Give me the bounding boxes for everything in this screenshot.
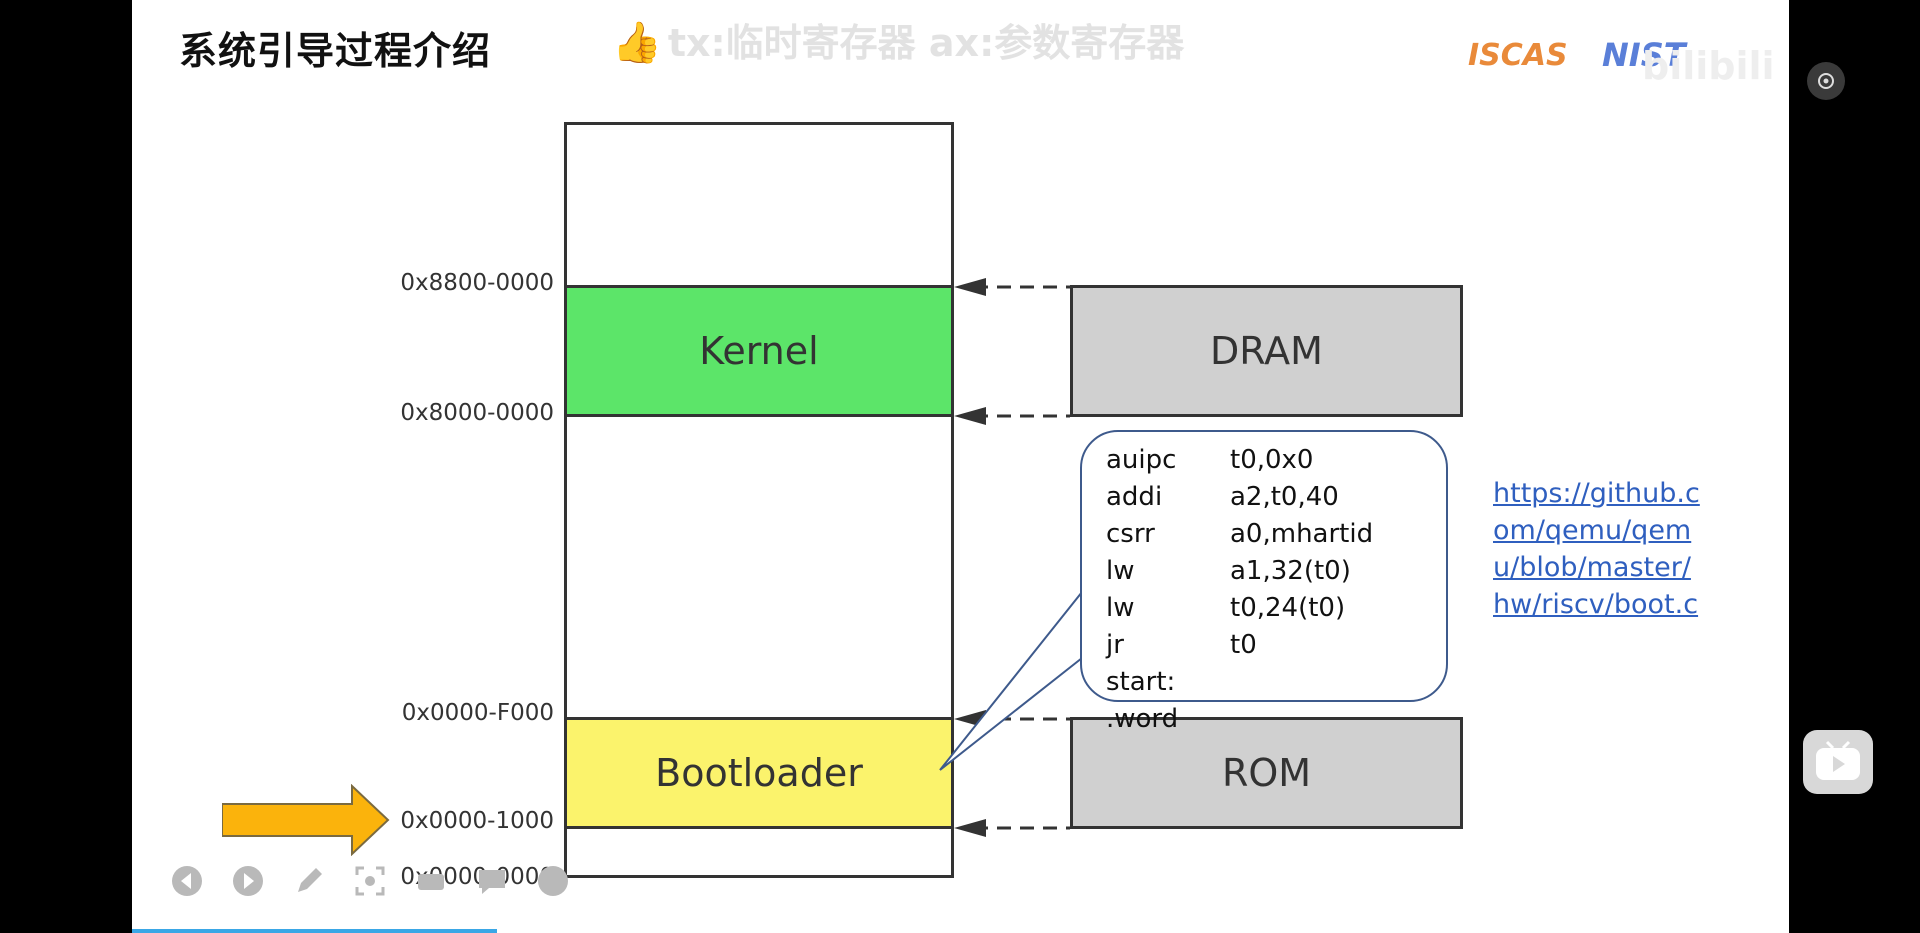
code-line: start: .word [1106, 664, 1446, 734]
memory-column [564, 122, 954, 878]
callout-tail [939, 591, 1083, 771]
code-args: a1,32(t0) [1230, 556, 1351, 586]
code-callout: auipc t0,0x0 addi a2,t0,40 csrr a0,mhartid lw a… [1080, 430, 1448, 734]
presentation-toolbar [168, 862, 572, 900]
code-opcode: lw [1106, 593, 1135, 623]
bilibili-tv-icon[interactable] [1803, 730, 1873, 794]
code-opcode: csrr [1106, 519, 1155, 549]
danmaku-comment: 👍tx:临时寄存器 ax:参数寄存器 [612, 12, 1184, 67]
code-opcode: addi [1106, 482, 1163, 512]
settings-icon[interactable] [1807, 62, 1845, 100]
code-args: a2,t0,40 [1230, 482, 1339, 512]
code-args: t0,24(t0) [1230, 593, 1346, 623]
link-line[interactable]: u/blob/master/ [1493, 552, 1691, 583]
code-line: csrr a0,mhartid [1106, 516, 1446, 553]
code-line: lw a1,32(t0) [1106, 553, 1446, 590]
danmaku-text: tx:临时寄存器 ax:参数寄存器 [667, 21, 1185, 65]
arrowhead [954, 819, 986, 837]
prev-icon[interactable] [168, 862, 206, 900]
link-line[interactable]: https://github.c [1493, 478, 1700, 509]
code-lines: auipc t0,0x0 addi a2,t0,40 csrr a0,mhartid lw a… [1106, 442, 1446, 734]
arrowhead [954, 278, 986, 296]
address-label: 0x0000-1000 [400, 808, 554, 834]
dram-box: DRAM [1070, 285, 1463, 417]
code-opcode: start: .word [1106, 667, 1179, 734]
code-opcode: lw [1106, 556, 1135, 586]
nist-logo: NIST [1602, 36, 1686, 74]
next-icon[interactable] [229, 862, 267, 900]
code-line: lw t0,24(t0) [1106, 590, 1446, 627]
screenshot-icon[interactable] [351, 862, 389, 900]
link-line[interactable]: om/qemu/qem [1493, 515, 1692, 546]
mapping-arrows [939, 278, 1083, 837]
code-args: t0 [1230, 630, 1257, 660]
slide: 系统引导过程介绍 👍tx:临时寄存器 ax:参数寄存器 ISCAS NIST b… [132, 0, 1789, 933]
bilibili-watermark: bilibili [1642, 44, 1775, 88]
playback-progress[interactable] [132, 929, 497, 933]
code-line: auipc t0,0x0 [1106, 442, 1446, 479]
address-label: 0x0000-F000 [401, 700, 554, 726]
link-line[interactable]: hw/riscv/boot.c [1493, 589, 1699, 620]
pen-icon[interactable] [290, 862, 328, 900]
code-line: addi a2,t0,40 [1106, 479, 1446, 516]
arrowhead [954, 407, 986, 425]
address-label: 0x8000-0000 [400, 400, 554, 426]
more-icon[interactable] [534, 862, 572, 900]
kernel-region: Kernel [564, 285, 954, 417]
code-opcode: jr [1106, 630, 1124, 660]
pointer-arrow-icon [222, 784, 390, 856]
code-opcode: auipc [1106, 445, 1177, 475]
thumbs-up-icon: 👍 [612, 20, 662, 66]
slide-title: 系统引导过程介绍 [179, 29, 492, 73]
address-label: 0x8800-0000 [400, 270, 554, 296]
bootloader-region: Bootloader [564, 717, 954, 829]
code-line: jr t0 [1106, 627, 1446, 664]
code-args: t0,0x0 [1230, 445, 1314, 475]
rom-box: ROM [1070, 717, 1463, 829]
laser-icon[interactable] [412, 862, 450, 900]
comment-icon[interactable] [473, 862, 511, 900]
source-link[interactable]: https://github.c om/qemu/qem u/blob/mast… [1493, 475, 1703, 623]
code-args: a0,mhartid [1230, 519, 1374, 549]
iscas-logo: ISCAS [1468, 38, 1568, 73]
